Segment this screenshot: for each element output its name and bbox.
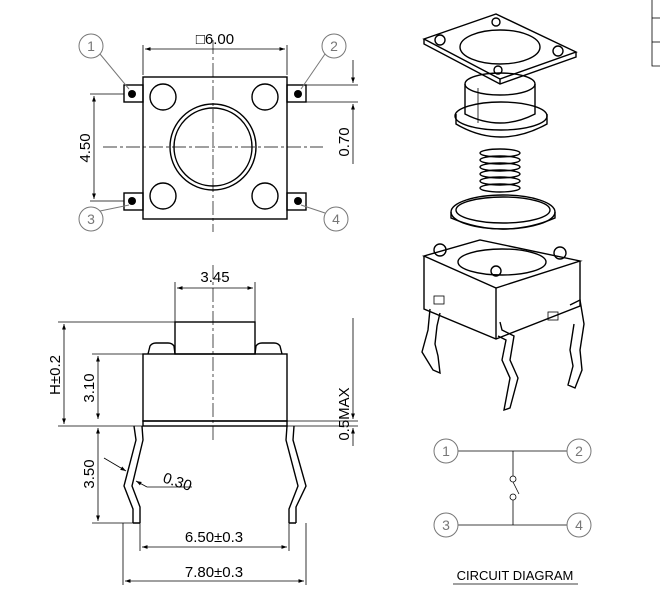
- leg-right: [285, 425, 307, 524]
- pin-badge-2: 2: [300, 33, 347, 90]
- circuit-pin-4: 4: [566, 512, 592, 538]
- side-body: [142, 353, 288, 422]
- frame-edge: [651, 0, 660, 67]
- svg-text:1: 1: [442, 443, 450, 459]
- base-plate: [142, 420, 288, 427]
- exploded-view: [421, 13, 585, 412]
- svg-text:1: 1: [87, 38, 95, 54]
- switch-contact: [509, 493, 517, 501]
- top-view: □6.00 4.50 0.70 1 2 3 4: [77, 31, 358, 232]
- pad-dimension-label: 0.70: [336, 127, 353, 156]
- circuit-pin-1: 1: [433, 438, 459, 464]
- top-pins: [123, 84, 307, 211]
- width-dimension-label: □6.00: [196, 31, 234, 48]
- stem-width-label: 3.45: [200, 269, 229, 286]
- inner-span-label: 6.50±0.3: [185, 529, 243, 546]
- actuator-cap: [454, 72, 548, 138]
- leg-left: [123, 425, 144, 524]
- spring: [479, 148, 521, 193]
- switch-lever: [512, 481, 520, 495]
- max-gap-label: 0.5MAX: [336, 387, 353, 440]
- pin-badge-1: 1: [78, 33, 130, 90]
- actuator-stem: [174, 321, 256, 355]
- switch-contact: [509, 475, 517, 483]
- switch-body-outline: [142, 76, 288, 220]
- svg-text:2: 2: [575, 443, 583, 459]
- pin-badge-4: 4: [300, 204, 349, 232]
- thickness-label: 0.30: [161, 470, 194, 495]
- corner-hole: [149, 83, 177, 111]
- corner-hole: [251, 182, 279, 210]
- circuit-diagram: 1 2 3 4 CIRCUIT DIAGRAM: [433, 438, 592, 585]
- svg-text:2: 2: [330, 38, 338, 54]
- svg-text:3: 3: [442, 517, 450, 533]
- corner-hole: [149, 182, 177, 210]
- circuit-pin-3: 3: [433, 512, 459, 538]
- circuit-pin-2: 2: [566, 438, 592, 464]
- svg-text:4: 4: [575, 517, 583, 533]
- svg-text:3: 3: [87, 211, 95, 227]
- pin-badge-3: 3: [78, 204, 130, 232]
- body-height-label: 3.10: [81, 373, 98, 402]
- svg-text:4: 4: [332, 211, 340, 227]
- dome-disc: [450, 194, 556, 230]
- shoulder-left: [147, 342, 176, 355]
- height-label: H±0.2: [47, 355, 64, 395]
- housing: [421, 239, 585, 412]
- circuit-caption: CIRCUIT DIAGRAM: [457, 568, 574, 583]
- shoulder-right: [254, 342, 283, 355]
- pitch-dimension-label: 4.50: [77, 133, 94, 162]
- side-view: 3.45 H±0.2 3.10 3.50 0.30 0.5MAX 6.50±0.…: [47, 265, 358, 585]
- cover-plate: [422, 13, 578, 85]
- outer-span-label: 7.80±0.3: [185, 564, 243, 581]
- corner-hole: [251, 83, 279, 111]
- lead-length-label: 3.50: [81, 459, 98, 488]
